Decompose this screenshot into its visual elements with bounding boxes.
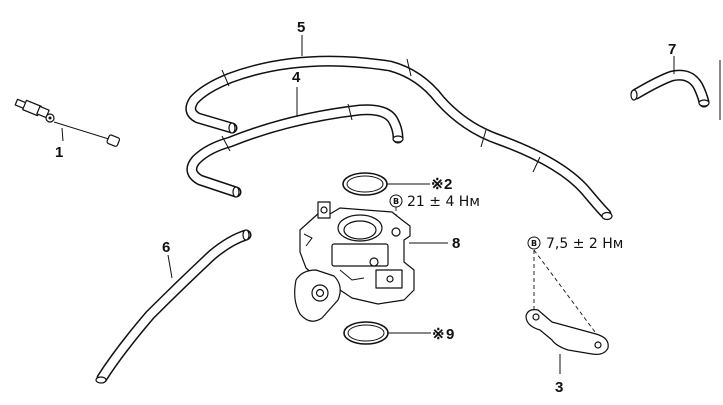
bracket-3 [525,309,609,374]
label-part-4: 4 [292,69,301,86]
hose-6 [95,229,252,384]
torque-value-bracket: 7,5 ± 2 Нм [546,236,623,252]
label-part-3: 3 [555,379,563,396]
label-part-9: 9 [446,326,454,343]
bolt-badge-letter: B [531,239,537,248]
torque-callout-throttle: B 21 ± 4 Нм [389,194,480,240]
label-part-8: 8 [452,235,460,252]
torque-value-throttle: 21 ± 4 Нм [407,194,480,210]
bolt-badge-icon [527,236,541,250]
hose-4 [186,103,404,198]
throttle-cable [14,98,121,147]
torque-callout-bracket: B 7,5 ± 2 Нм [527,236,623,337]
hose-7 [630,69,710,108]
hose-5 [185,55,613,221]
throttle-body-8 [294,201,448,322]
label-part-5: 5 [297,19,305,36]
gasket-2 [342,172,430,196]
label-part-6: 6 [162,239,170,256]
label-part-7: 7 [668,41,676,58]
label-ref-mark-2: ※ [431,176,444,193]
label-part-2: 2 [444,176,452,193]
label-ref-mark-9: ※ [432,326,445,343]
label-part-1: 1 [55,144,63,161]
bolt-badge-letter: B [393,197,399,206]
gasket-9 [343,321,431,345]
